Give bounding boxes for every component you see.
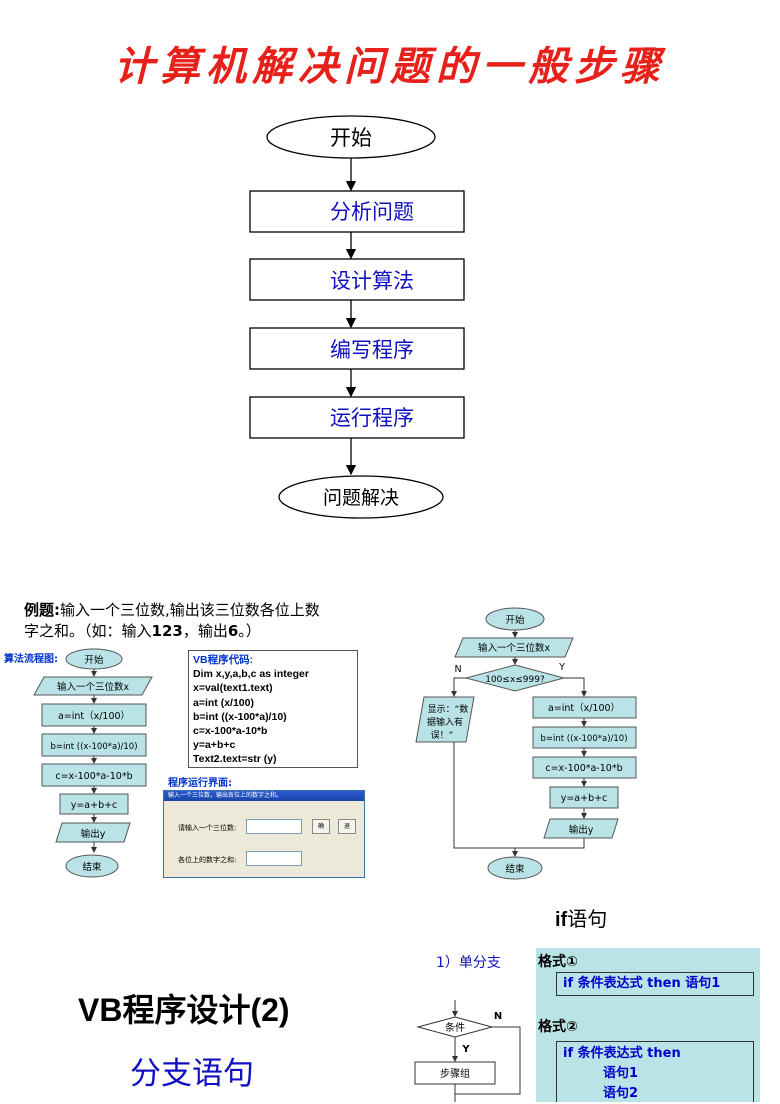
example-line2-c: 。） [238, 622, 261, 640]
code-line: Text2.text=str (y) [193, 753, 277, 766]
right-error-line1: 显示：“数 [428, 703, 469, 715]
main-end-label: 问题解决 [323, 487, 399, 509]
confirm-button[interactable]: 确 [312, 819, 330, 834]
example-line2-a: 字之和。（如：输入 [24, 622, 152, 640]
left-output-label: 输出y [81, 828, 106, 840]
left-step-a: a=int（x/100） [58, 710, 130, 722]
vb-title: VB程序设计(2) [78, 992, 290, 1028]
main-flowchart: 开始 分析问题 设计算法 编写程序 运行程序 问题解决 [249, 115, 465, 519]
example-line2-b: ，输出 [182, 622, 228, 640]
main-step-3 [249, 327, 465, 370]
main-step-4-label: 运行程序 [330, 406, 414, 430]
if-format-panel: 格式① if 条件表达式 then 语句1 格式② if 条件表达式 then … [536, 948, 760, 1102]
program-window: 输入一个三位数，输出各位上的数字之和。 请输入一个三位数: 确 退 各位上的数字… [163, 790, 365, 878]
exit-button[interactable]: 退 [338, 819, 356, 834]
single-branch-label: 1）单分支 [436, 955, 501, 971]
right-end-label: 结束 [505, 863, 525, 875]
run-window-label: 程序运行界面: [168, 778, 232, 789]
right-no-label: N [454, 664, 461, 675]
sum-textbox[interactable] [246, 851, 302, 866]
vb-subtitle: 分支语句 [130, 1056, 254, 1092]
main-step-2-label: 设计算法 [330, 269, 414, 293]
algorithm-flow-label: 算法流程图: [4, 654, 58, 665]
main-step-1 [249, 190, 465, 233]
main-step-3-label: 编写程序 [330, 338, 414, 362]
example-prefix: 例题: [24, 601, 60, 619]
code-line: y=a+b+c [193, 739, 236, 752]
window-title: 输入一个三位数，输出各位上的数字之和。 [168, 792, 283, 799]
if-flowchart: 条件 N Y 步骤组 [414, 1000, 521, 1102]
right-error-line2: 据输入有 [427, 716, 463, 728]
right-start-label: 开始 [505, 614, 525, 626]
window-title-bar: 输入一个三位数，输出各位上的数字之和。 [164, 791, 364, 801]
right-output-label: 输出y [569, 824, 594, 836]
left-flowchart: 开始 输入一个三位数x a=int（x/100） b=int ((x-100*a… [33, 648, 153, 878]
page-title: 计算机解决问题的一般步骤 [114, 43, 666, 90]
right-input-label: 输入一个三位数x [478, 642, 551, 654]
input-label: 请输入一个三位数: [178, 824, 237, 832]
if-no-label: N [494, 1011, 502, 1022]
format2-line1: if 条件表达式 then [563, 1046, 681, 1061]
left-start-label: 开始 [84, 654, 104, 666]
input-textbox[interactable] [246, 819, 302, 834]
main-start-label: 开始 [330, 126, 372, 150]
right-flowchart: 开始 输入一个三位数x 100≤x≤999? N Y 显示：“数 据输入有 误！… [415, 607, 637, 880]
format2-label: 格式② [538, 1019, 578, 1035]
code-header: VB程序代码: [193, 654, 254, 666]
right-step-c: c=x-100*a-10*b [545, 763, 622, 774]
format2-box: if 条件表达式 then 语句1 语句2 [556, 1041, 754, 1102]
right-cond-label: 100≤x≤999? [485, 675, 545, 685]
if-title-bold: if [555, 909, 568, 931]
main-step-1-label: 分析问题 [330, 200, 414, 224]
left-input-label: 输入一个三位数x [57, 681, 130, 693]
code-line: a=int (x/100) [193, 696, 254, 709]
right-error-line3: 误！” [431, 730, 454, 741]
example-output-num: 6 [227, 622, 239, 640]
if-yes-label: Y [461, 1044, 470, 1055]
left-end-label: 结束 [82, 861, 102, 873]
sum-label: 各位上的数字之和: [178, 856, 237, 864]
code-line: x=val(text1.text) [193, 682, 273, 695]
example-text: 例题:输入一个三位数,输出该三位数各位上数 字之和。（如：输入123，输出6。） [24, 600, 384, 642]
if-cond-label: 条件 [445, 1021, 465, 1034]
right-step-b: b=int ((x-100*a)/10) [540, 734, 627, 744]
format1-box: if 条件表达式 then 语句1 [556, 972, 754, 996]
left-step-b: b=int ((x-100*a)/10) [50, 742, 137, 752]
format1-label: 格式① [538, 954, 578, 970]
main-step-4 [249, 396, 465, 439]
if-title: if语句 [555, 903, 607, 932]
code-line: c=x-100*a-10*b [193, 725, 268, 738]
example-input-num: 123 [151, 622, 183, 640]
vb-code-box: VB程序代码: Dim x,y,a,b,c as integer x=val(t… [188, 650, 358, 768]
right-step-a: a=int（x/100） [548, 702, 620, 714]
code-line: Dim x,y,a,b,c as integer [193, 668, 309, 681]
if-title-rest: 语句 [567, 909, 608, 931]
example-line1: 输入一个三位数,输出该三位数各位上数 [60, 601, 320, 619]
format2-line3: 语句2 [603, 1086, 639, 1101]
format1-code: if 条件表达式 then 语句1 [563, 976, 721, 991]
main-end-node [278, 475, 444, 519]
main-step-2 [249, 258, 465, 301]
code-line: b=int ((x-100*a)/10) [193, 710, 287, 723]
right-yes-label: Y [558, 662, 565, 673]
left-step-y: y=a+b+c [71, 800, 118, 811]
format2-line2: 语句1 [603, 1066, 639, 1081]
right-step-y: y=a+b+c [561, 793, 608, 804]
if-step-label: 步骤组 [440, 1067, 470, 1080]
left-step-c: c=x-100*a-10*b [55, 771, 132, 782]
